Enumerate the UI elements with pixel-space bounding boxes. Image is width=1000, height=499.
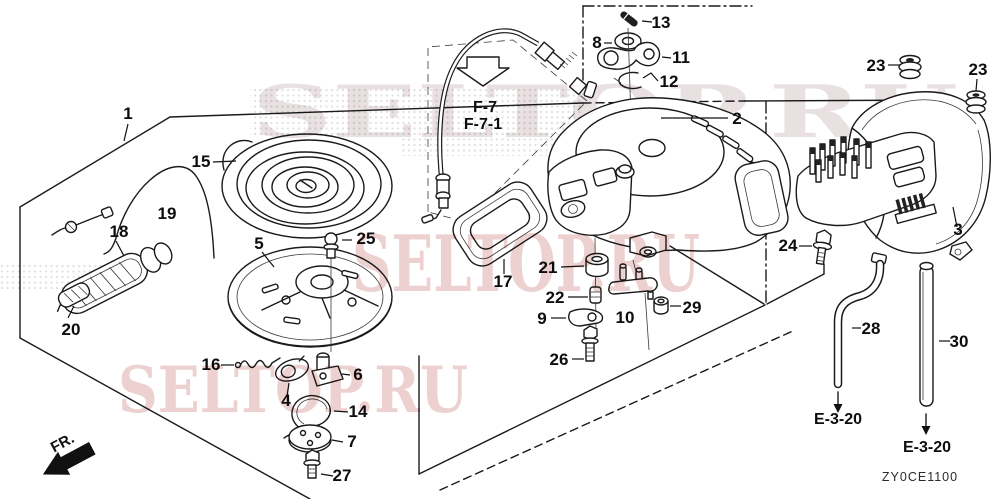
part-number-label-11: 11 (672, 48, 690, 67)
part-number-label-25: 25 (357, 229, 376, 248)
panel-bracket-3 (795, 131, 937, 227)
breather-hose-28 (833, 252, 888, 413)
part-number-label-28: 28 (862, 319, 881, 338)
part-number-label-24: 24 (779, 236, 798, 255)
cable-lever-9 (568, 308, 604, 327)
part-number-label-23: 23 (969, 60, 988, 79)
part-number-label-29: 29 (683, 298, 702, 317)
hose-ref-label-28: E-3-20 (814, 411, 862, 428)
part-number-label-19: 19 (158, 204, 177, 223)
starter-rope-19 (51, 166, 215, 259)
spiral-spring-15 (221, 133, 393, 239)
case-seal-17 (452, 181, 548, 267)
part-number-label-21: 21 (539, 258, 558, 277)
watermark-bottom: SELTOP.RU (118, 353, 468, 428)
recoil-starter-case-2 (547, 97, 791, 351)
ratchet-pawl-6 (311, 352, 344, 387)
svg-text:F-7: F-7 (473, 99, 497, 116)
part-number-label-13: 13 (652, 13, 671, 32)
throttle-cable-assembly (421, 28, 598, 224)
part-number-label-3: 3 (953, 220, 962, 239)
part-number-label-22: 22 (546, 288, 565, 307)
part-number-label-16: 16 (202, 355, 221, 374)
part-number-label-2: 2 (732, 109, 741, 128)
part-number-label-20: 20 (62, 320, 81, 339)
diagram-part-code: ZY0CE1100 (882, 470, 958, 484)
ratchet-guide-plate-7 (288, 424, 332, 453)
part-number-labels: 1 15 19 18 20 5 25 16 4 6 14 7 27 13 8 11 12 2 17 21 229 26 10… (62, 13, 988, 485)
grip-insert-20 (56, 282, 91, 312)
svg-text:SELTOP.RU: SELTOP.RU (118, 353, 468, 428)
hose-ref-label-30: E-3-20 (903, 439, 951, 456)
lock-nut-21 (585, 252, 609, 278)
flange-bolt-26 (581, 325, 599, 362)
cable-bracket-10 (608, 263, 658, 300)
svg-text:SELTOP.RU: SELTOP.RU (352, 219, 700, 310)
snap-ring-12 (613, 71, 642, 90)
part-number-label-27: 27 (333, 466, 352, 485)
drain-tube-30 (919, 261, 934, 435)
grommet-23-left (898, 54, 922, 80)
pawl-spring-16 (234, 357, 281, 369)
leader-lines (67, 20, 978, 477)
part-number-label-9: 9 (537, 309, 546, 328)
bolt-24-mount-line (766, 263, 825, 305)
part-number-label-10: 10 (616, 308, 635, 327)
part-number-label-17: 17 (494, 272, 513, 291)
part-number-label-4: 4 (281, 391, 291, 410)
front-direction-arrow: FR. (42, 430, 96, 475)
starter-pulley-5 (227, 246, 393, 348)
part-number-label-30: 30 (950, 332, 969, 351)
part-number-label-8: 8 (592, 33, 601, 52)
part-number-label-23: 23 (867, 56, 886, 75)
spring-pin-22 (589, 286, 602, 304)
part-number-label-1: 1 (123, 104, 132, 123)
flange-bolt-24 (812, 229, 833, 265)
part-number-label-12: 12 (660, 72, 679, 91)
part-number-label-26: 26 (550, 350, 569, 369)
watermark-middle: SELTOP.RU (352, 219, 700, 310)
part-number-label-18: 18 (110, 222, 129, 241)
grommet-23-right (965, 90, 987, 114)
woodruff-key-13 (620, 11, 638, 27)
part-number-label-14: 14 (349, 402, 368, 421)
part-number-label-5: 5 (254, 234, 263, 253)
setting-screw-25 (323, 232, 339, 352)
flange-bolt-27 (303, 449, 321, 479)
cable-ref-arrow-icon (456, 56, 510, 87)
part-number-label-6: 6 (353, 365, 362, 384)
cable-ref-label: F-7 F-7-1 (464, 99, 502, 133)
part-number-label-7: 7 (347, 432, 356, 451)
part-number-label-15: 15 (192, 152, 211, 171)
svg-text:F-7-1: F-7-1 (464, 116, 502, 133)
cap-nut-29 (653, 296, 669, 315)
friction-ring-4 (274, 355, 310, 382)
